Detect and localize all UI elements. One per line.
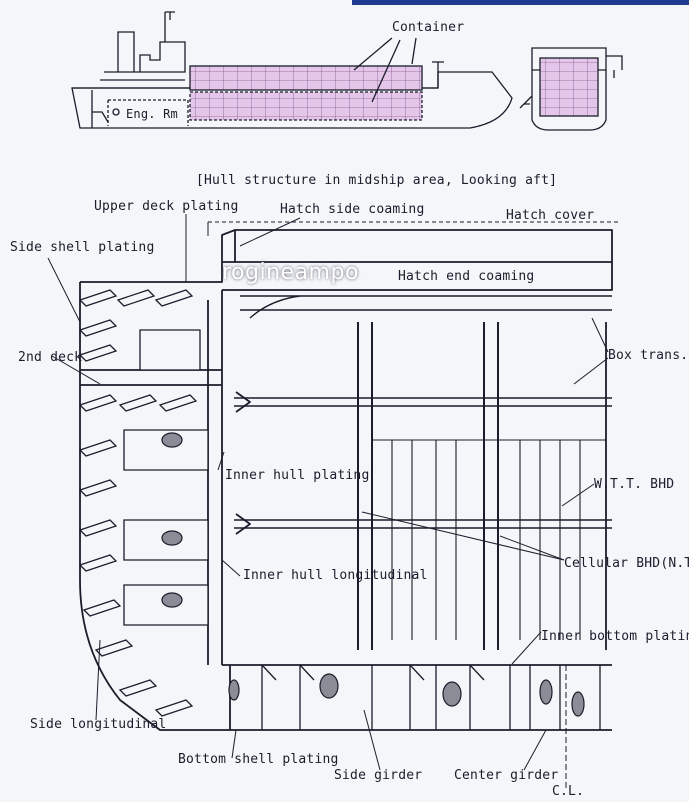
label-container: Container [392, 20, 465, 35]
label-inner-bottom-plating: Inner bottom plating [541, 629, 689, 644]
label-2nd-deck: 2nd deck [18, 350, 83, 365]
label-hatch-cover: Hatch cover [506, 208, 595, 223]
label-side-girder: Side girder [334, 768, 423, 783]
watermark: rogineampo [222, 260, 359, 285]
side-longitudinals [78, 289, 198, 717]
label-box-trans: Box trans. [608, 348, 689, 363]
label-side-longitudinal: Side longitudinal [30, 717, 167, 732]
ship-profile [71, 11, 513, 129]
label-inner-hull-plating: Inner hull plating [225, 468, 370, 483]
label-center-girder: Center girder [454, 768, 559, 783]
label-cellular-bhd: Cellular BHD(N.T.) [564, 556, 689, 571]
diagram-caption: [Hull structure in midship area, Looking… [196, 173, 558, 188]
label-wtt-bhd: W.T.T. BHD [594, 477, 675, 492]
top-accent-bar [352, 0, 689, 5]
label-hatch-side-coaming: Hatch side coaming [280, 202, 425, 217]
label-upper-deck-plating: Upper deck plating [94, 199, 239, 214]
leader-lines [47, 214, 609, 771]
label-center-line: C.L. [552, 784, 585, 799]
double-bottom-floors [261, 664, 601, 730]
label-inner-hull-longitudinal: Inner hull longitudinal [243, 568, 428, 583]
hull-section [79, 221, 620, 790]
midship-section [519, 47, 623, 131]
label-bottom-shell-plating: Bottom shell plating [178, 752, 339, 767]
label-eng-rm: Eng. Rm [126, 107, 178, 121]
label-hatch-end-coaming: Hatch end coaming [398, 269, 535, 284]
lightening-holes [161, 432, 585, 717]
label-side-shell-plating: Side shell plating [10, 240, 155, 255]
